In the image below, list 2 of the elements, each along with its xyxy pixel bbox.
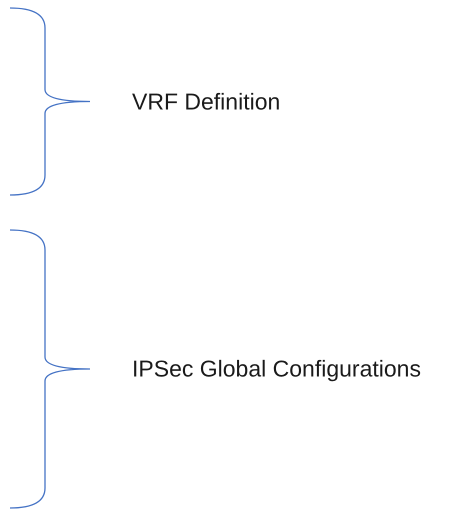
section-label: IPSec Global Configurations [132,356,421,382]
section-label: VRF Definition [132,88,280,115]
